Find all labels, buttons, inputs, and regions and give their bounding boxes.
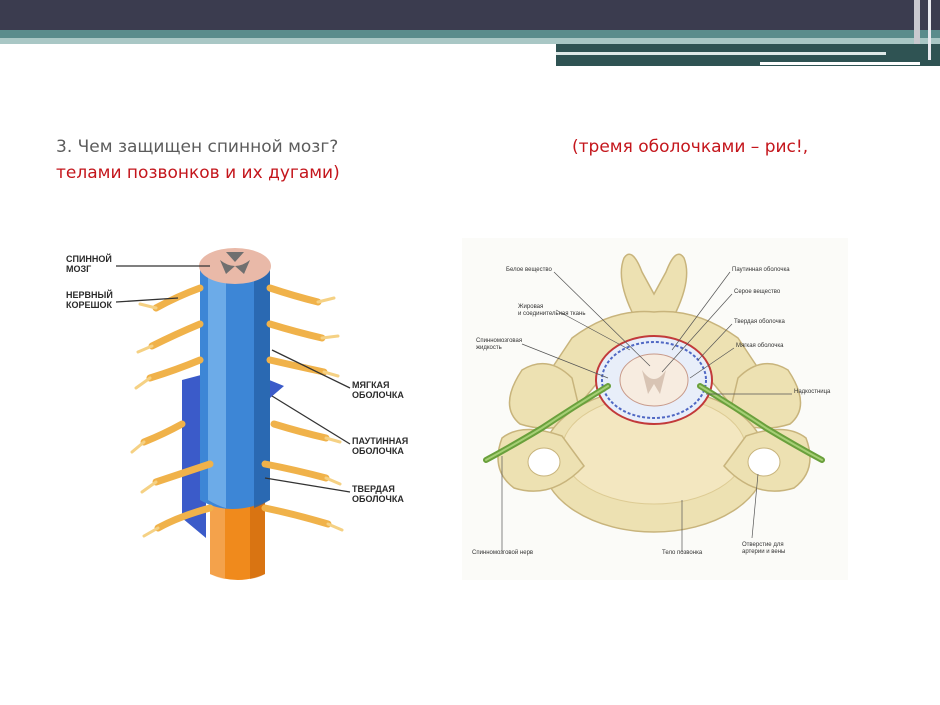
vertebra-drawing <box>462 238 848 580</box>
label-dura-right: Твердая оболочка <box>734 319 785 325</box>
label-spinal-cord-line-2: МОЗГ <box>66 264 92 274</box>
label-arachnoid-line-2: ОБОЛОЧКА <box>352 446 404 456</box>
label-nerve-root-line-1: НЕРВНЫЙ <box>66 290 113 300</box>
label-arachnoid-right: Паутинная оболочка <box>732 267 790 273</box>
label-dura-line-1: ТВЕРДАЯ <box>352 484 395 494</box>
header-band-teal <box>0 30 940 38</box>
header-corner-bar <box>914 0 920 44</box>
header-corner-line <box>760 62 920 65</box>
label-pia-line-2: ОБОЛОЧКА <box>352 390 404 400</box>
question-text: 3. Чем защищен спинной мозг? <box>56 137 339 157</box>
label-nerve-root: НЕРВНЫЙ КОРЕШОК <box>66 290 113 310</box>
label-dura-mater: ТВЕРДАЯ ОБОЛОЧКА <box>352 484 404 504</box>
label-foramen: Отверстие для артерии и вены <box>742 542 785 556</box>
label-periosteum: Надкостница <box>794 389 831 395</box>
label-grey-matter: Серое вещество <box>734 289 781 295</box>
label-dura-line-2: ОБОЛОЧКА <box>352 494 404 504</box>
answer-text-line-2: телами позвонков и их дугами) <box>56 163 340 183</box>
label-spinal-cord: СПИННОЙ МОЗГ <box>66 254 112 274</box>
spinal-cord-drawing <box>115 248 351 580</box>
label-fat-tissue-line-1: Жировая <box>518 304 544 310</box>
header-band-highlight <box>556 52 886 55</box>
label-white-matter: Белое вещество <box>506 267 552 273</box>
label-nerve-root-line-2: КОРЕШОК <box>66 300 113 310</box>
label-csf-line-1: Спинномозговая <box>476 338 523 344</box>
label-fat-tissue-line-2: и соединительная ткань <box>518 311 586 317</box>
label-csf: Спинномозговая жидкость <box>476 338 522 352</box>
spinal-cord-illustration: СПИННОЙ МОЗГ НЕРВНЫЙ КОРЕШОК МЯГКАЯ ОБОЛ… <box>60 238 410 588</box>
label-pia-right: Мягкая оболочка <box>736 343 784 349</box>
label-pia-mater: МЯГКАЯ ОБОЛОЧКА <box>352 380 404 400</box>
label-arachnoid-line-1: ПАУТИННАЯ <box>352 436 409 446</box>
label-csf-line-2: жидкость <box>476 345 502 351</box>
label-spinal-nerve: Спинномозговой нерв <box>472 550 534 556</box>
label-foramen-line-1: Отверстие для <box>742 542 784 548</box>
label-foramen-line-2: артерии и вены <box>742 549 786 555</box>
header-band-light <box>0 38 940 44</box>
header-band-steps <box>556 44 940 66</box>
label-pia-line-1: МЯГКАЯ <box>352 380 390 390</box>
label-arachnoid: ПАУТИННАЯ ОБОЛОЧКА <box>352 436 408 456</box>
header-band-white <box>0 44 556 68</box>
header-band-dark <box>0 0 940 30</box>
label-spinal-cord-line-1: СПИННОЙ <box>66 254 112 264</box>
vertebra-cross-section: Белое вещество Жировая и соединительная … <box>462 238 848 580</box>
label-vertebral-body: Тело позвонка <box>662 550 703 556</box>
header-corner-bar-thin <box>928 0 931 60</box>
label-fat-tissue: Жировая и соединительная ткань <box>518 304 585 318</box>
answer-text-line-1: (тремя оболочками – рис!, <box>572 137 809 157</box>
